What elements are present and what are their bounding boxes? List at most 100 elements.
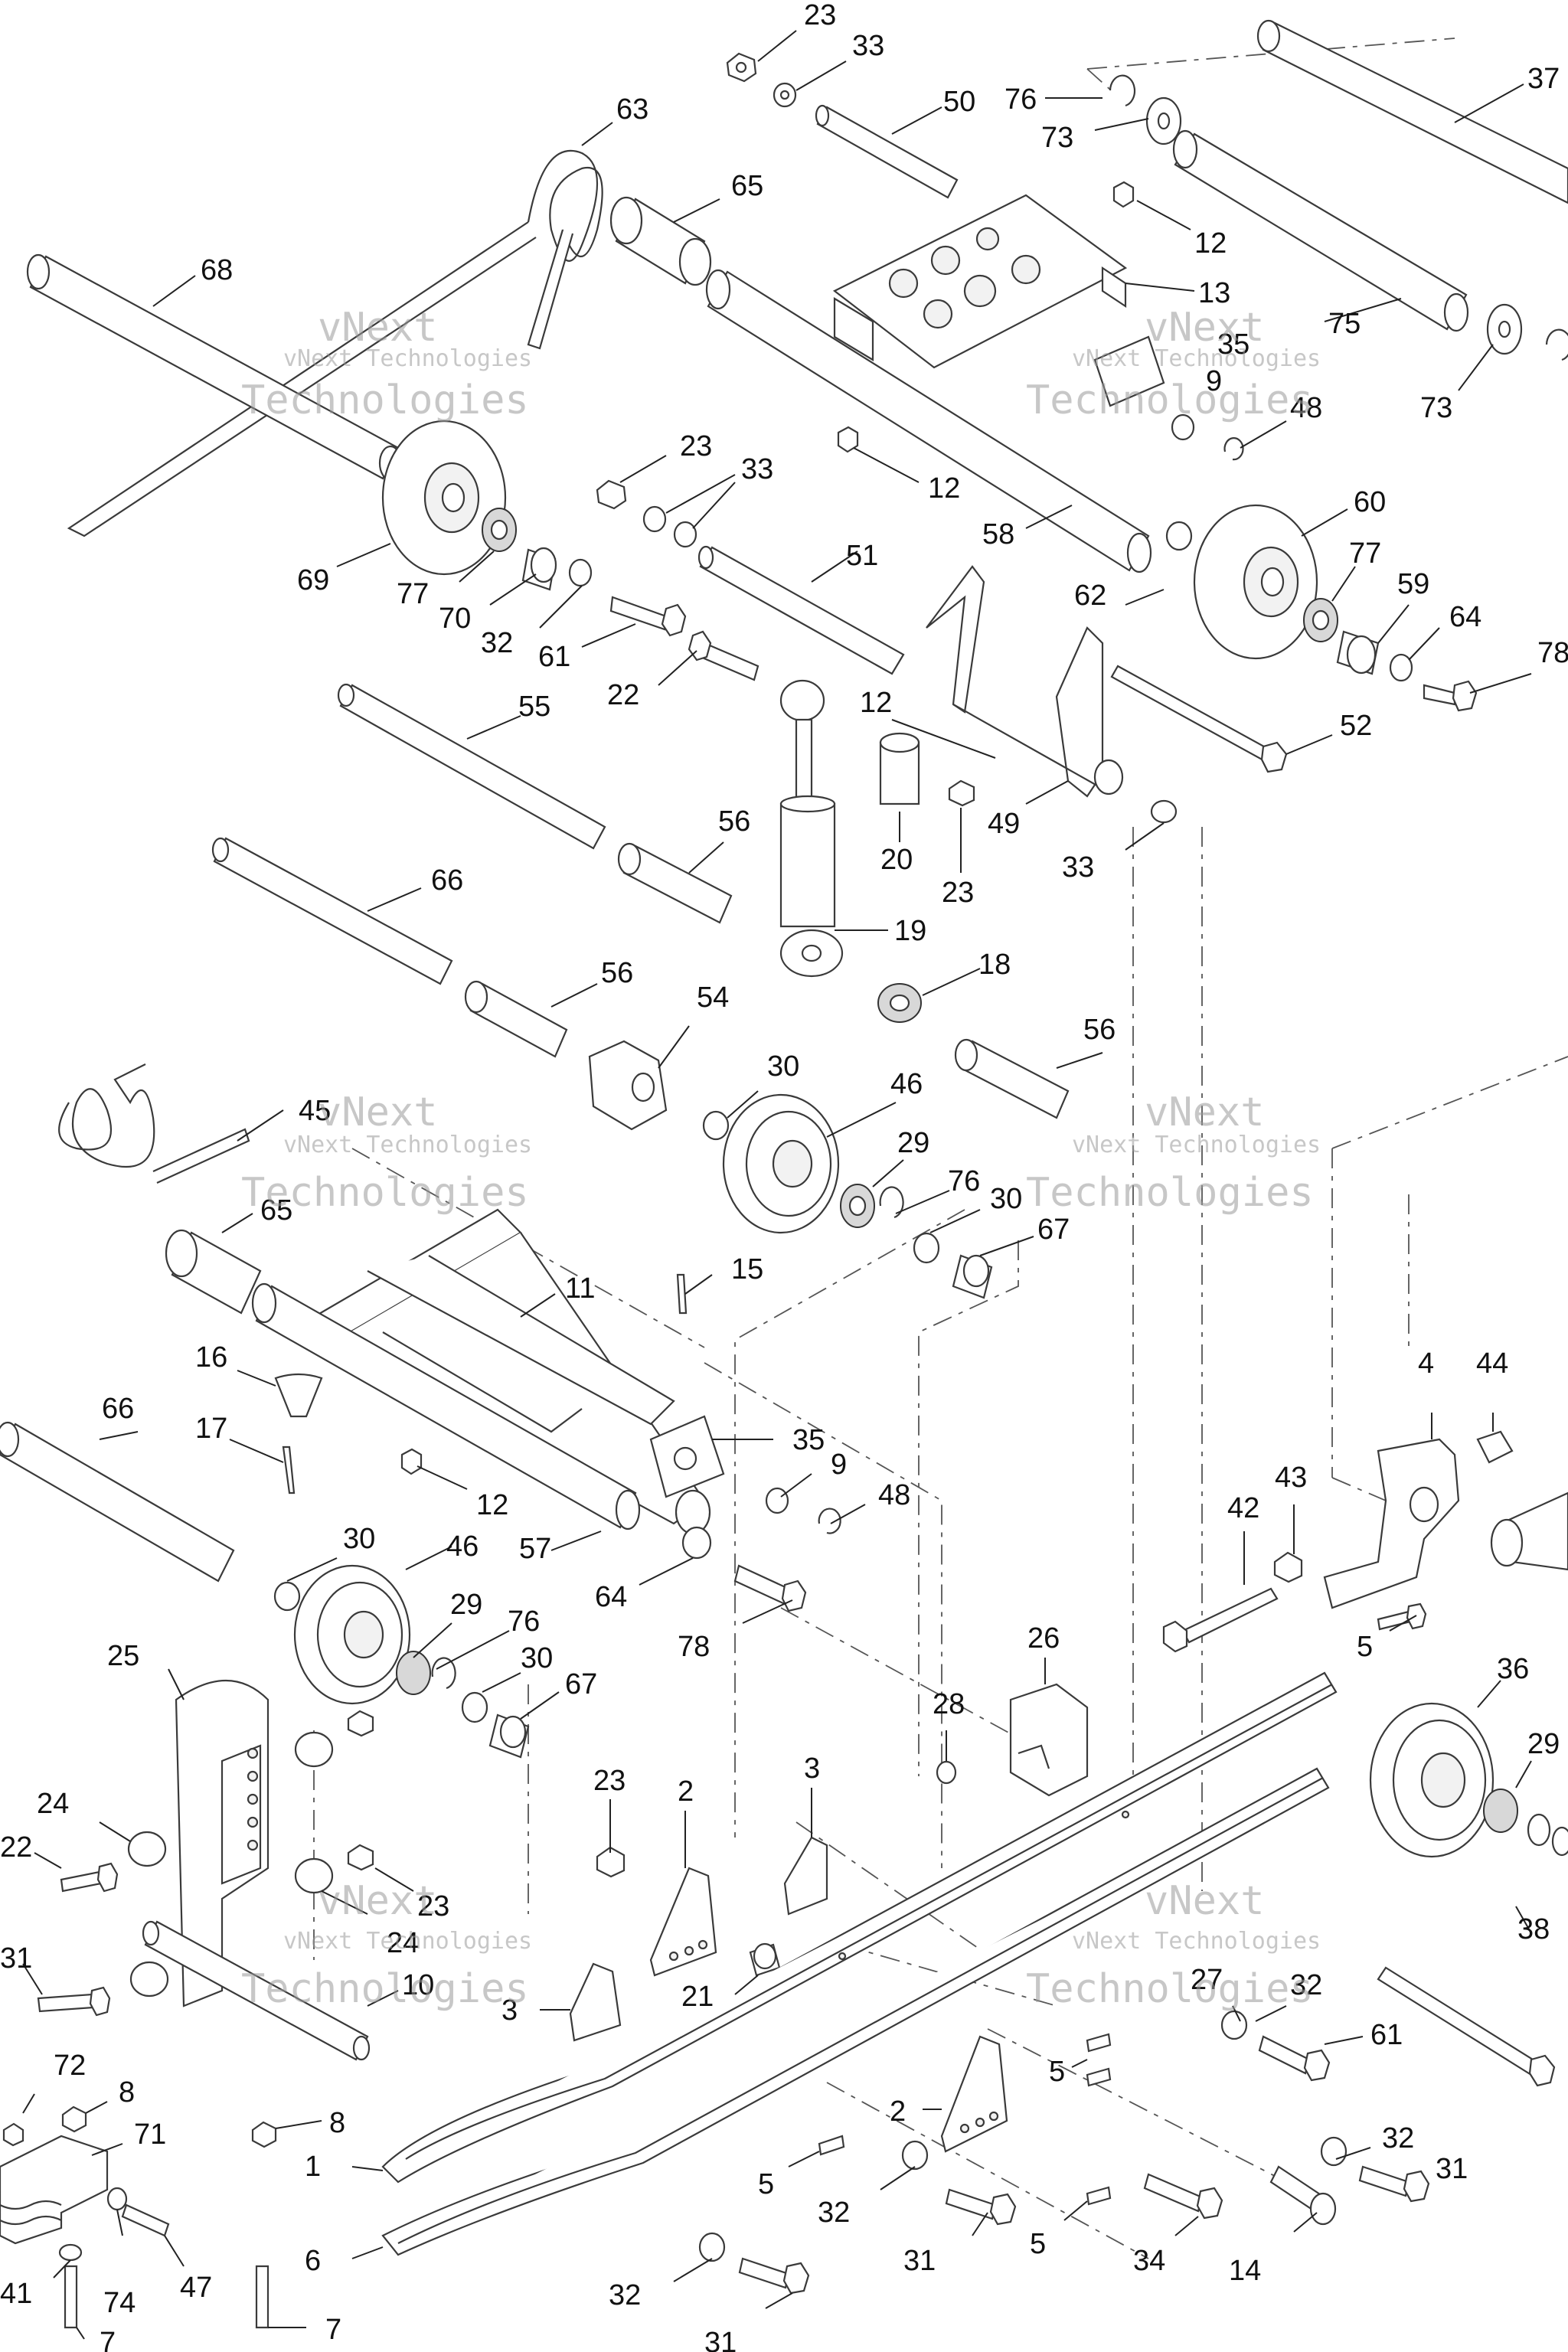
callout-45: 45 [299,1095,331,1127]
part-61-bolt-lower [1258,2035,1331,2082]
callout-31d: 31 [704,2327,737,2352]
callout-33c: 33 [1062,851,1094,884]
callout-25: 25 [107,1640,139,1672]
watermark-mid-left: vNext vNext Technologies Technologies [241,1089,532,1216]
callout-35: 35 [1217,328,1250,361]
part-23-nut-frame [347,1710,374,1871]
part-18-bushing [877,983,922,1023]
callout-68: 68 [201,254,233,286]
part-45-torsion-spring [58,1063,250,1184]
callout-2a: 2 [678,1775,694,1808]
svg-text:vNext: vNext [1145,305,1265,351]
part-44-nut-block [1476,1430,1514,1464]
svg-text:vNext Technologies: vNext Technologies [1072,345,1321,372]
part-24-washer-a [127,1831,167,1867]
svg-text:Technologies: Technologies [1026,1170,1314,1216]
callout-23c: 23 [942,877,974,909]
part-61-bolt-upper [609,596,687,637]
part-55-shaft [337,683,606,850]
callout-61b: 61 [1370,2019,1403,2051]
part-29-bearing-mid [840,1184,875,1228]
callout-3a: 3 [804,1753,820,1785]
callout-32: 32 [481,627,513,659]
svg-text:vNext: vNext [318,1089,438,1135]
svg-text:vNext Technologies: vNext Technologies [1072,1132,1321,1158]
svg-text:vNext: vNext [1145,1089,1265,1135]
svg-text:vNext: vNext [1145,1878,1265,1924]
part-76-clip-low [431,1657,456,1690]
part-76-clip-top [1109,74,1136,107]
part-51-shaft [697,545,905,675]
part-24-washer-b [129,1731,334,1998]
part-23-nut-shock [948,779,975,807]
part-59-spacer [1336,630,1380,675]
callout-56b: 56 [601,957,633,989]
part-19-shock-absorber [779,679,844,978]
part-57-cross-shaft [251,1282,641,1530]
callout-5d: 5 [1030,2228,1046,2260]
part-1-slide-rail [381,1671,1338,2184]
part-13-upper-arm [832,194,1128,369]
callout-65: 65 [731,170,763,202]
part-2-rail-bracket-b [940,2035,1008,2153]
callout-65b: 65 [260,1194,292,1227]
callout-4: 4 [1418,1348,1434,1380]
svg-text:Technologies: Technologies [241,1966,529,2012]
part-12-grease-fitting-mid [837,426,859,453]
part-4-stopper-bracket [1323,1438,1460,1609]
callout-67a: 67 [1037,1214,1070,1246]
part-56-bushing-a [617,842,733,924]
part-23-nut-mid [596,479,627,510]
callout-36: 36 [1497,1653,1529,1685]
part-23-nut-top [726,52,757,83]
callout-18: 18 [978,949,1011,981]
callout-48: 48 [1290,392,1322,424]
callout-47: 47 [180,2272,212,2304]
callout-19: 19 [894,915,926,947]
part-56-bushing-c [954,1038,1070,1119]
callout-8b: 8 [329,2107,345,2139]
callout-76: 76 [1004,83,1037,116]
assembly-guide-lines [313,38,1568,2259]
callout-74: 74 [103,2287,136,2319]
part-20-bushing [879,732,920,805]
callout-13: 13 [1198,277,1230,309]
part-5-bolts-lower [818,2067,1112,2206]
callout-23e: 23 [417,1890,449,1922]
part-12-grease-fitting-top [1112,181,1135,208]
watermark-top-right: vNext vNext Technologies Technologies [1026,305,1321,423]
callout-5a: 5 [1357,1631,1373,1663]
callout-33b: 33 [741,453,773,485]
svg-text:vNext Technologies: vNext Technologies [283,1132,532,1158]
part-30-washer-low-a [273,1581,301,1612]
callout-1: 1 [305,2151,321,2183]
part-25-front-frame [175,1680,270,2007]
part-7-bolt-b [255,2265,270,2329]
part-16-rivet-cap [274,1373,323,1418]
svg-text:vNext Technologies: vNext Technologies [1072,1928,1321,1955]
svg-text:Technologies: Technologies [1026,377,1314,423]
callout-43: 43 [1275,1462,1307,1494]
part-68-shaft [26,253,403,482]
part-37-rear-axle [1256,19,1568,204]
callout-29c: 29 [1527,1728,1560,1760]
part-71-ski-bracket [0,2135,109,2245]
part-26-slide-stopper [1009,1683,1089,1797]
part-33-washers-mid [642,505,697,548]
part-3-slider-clip-a [783,1836,828,1916]
part-10-front-shaft [142,1920,371,2061]
callout-50: 50 [943,86,975,118]
callout-22: 22 [607,679,639,711]
svg-text:vNext: vNext [318,1878,438,1924]
callout-31a: 31 [0,1942,32,1975]
callout-63: 63 [616,93,648,126]
part-31-bolt-left [37,1986,111,2017]
callout-31b: 31 [1436,2153,1468,2185]
callout-10: 10 [402,1969,434,2001]
callout-24b: 24 [387,1927,419,1959]
part-69-idler-wheel [381,420,507,576]
part-46-bogie-wheel-lower [293,1564,411,1705]
callout-73b: 73 [1420,392,1452,424]
